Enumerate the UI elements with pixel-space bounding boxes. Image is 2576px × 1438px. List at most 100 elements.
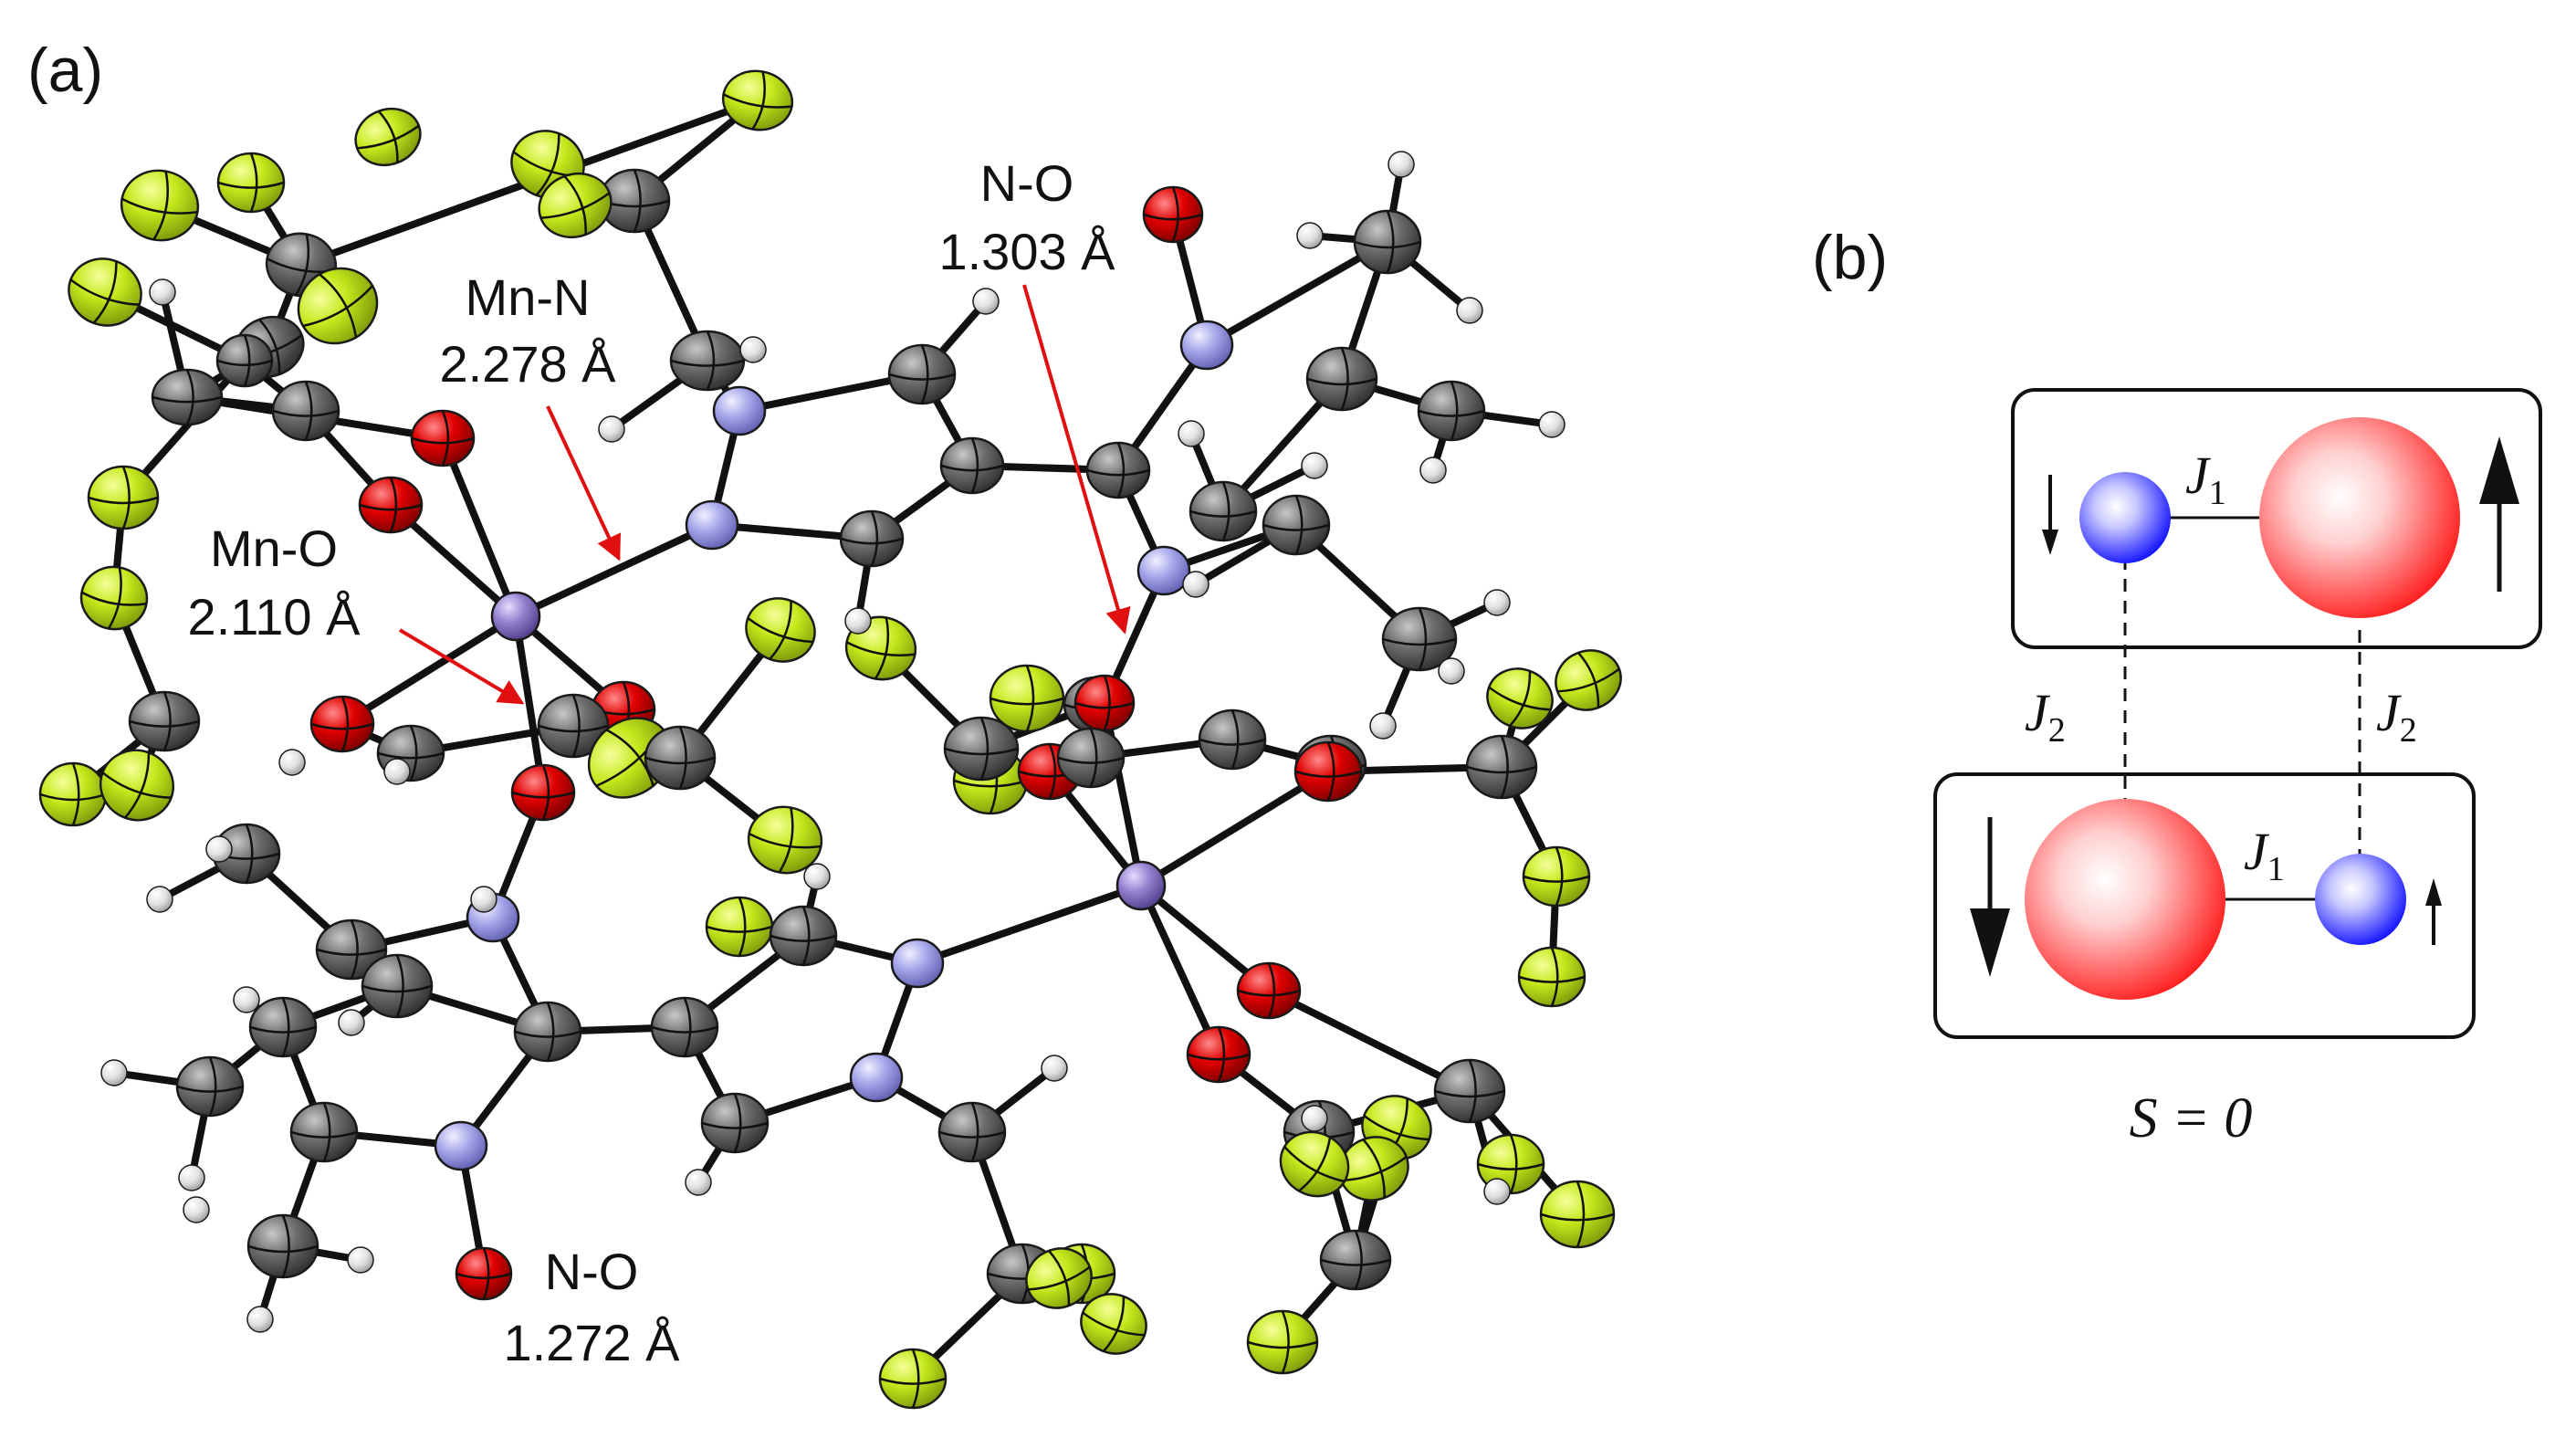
oxygen-atom	[455, 1246, 513, 1301]
fluorine-atom	[721, 69, 794, 131]
hydrogen-atom	[1041, 1055, 1068, 1082]
bond	[1137, 768, 1332, 889]
carbon-atom	[1417, 380, 1486, 442]
fluorine-atom	[1025, 1247, 1093, 1309]
arrow-n-o-top	[1022, 284, 1131, 635]
fluorine-atom	[87, 465, 160, 530]
nitrogen-atom	[685, 499, 739, 551]
hydrogen-atom	[1538, 411, 1565, 438]
label-j1-bottom: J1	[2244, 822, 2285, 888]
fluorine-atom	[1517, 946, 1586, 1008]
carbon-atom	[1353, 209, 1422, 275]
oxygen-atom	[1293, 740, 1363, 803]
label-j2-left: J2	[2025, 683, 2066, 750]
oxygen-atom	[358, 476, 424, 534]
hydrogen-atom	[1296, 222, 1324, 249]
label-n-o-top: N-O	[980, 154, 1074, 212]
arrow-mn-o	[398, 628, 525, 705]
dimer-box-bottom	[1933, 772, 2476, 1039]
fluorine-atom	[216, 152, 286, 214]
label-j1-top: J1	[2185, 446, 2226, 512]
value-mn-n: 2.278 Å	[439, 335, 616, 393]
carbon-atom	[175, 1055, 245, 1118]
hydrogen-atom	[685, 1169, 712, 1196]
carbon-atom	[1319, 1229, 1392, 1291]
bond	[1203, 238, 1391, 349]
distance-arrows	[398, 284, 1131, 705]
carbon-atom	[151, 368, 224, 426]
hydrogen-atom	[1301, 452, 1328, 479]
hydrogen-atom	[278, 749, 306, 776]
fluorine-atom	[989, 664, 1065, 733]
spin-scheme: J1 J1 J2 J2 S = 0	[1933, 388, 2542, 1149]
nitrogen-atom	[712, 385, 767, 436]
carbon-atom	[1189, 480, 1258, 542]
carbon-atom	[669, 330, 746, 392]
carbon-atom	[769, 905, 838, 967]
carbon-atom	[271, 380, 340, 442]
fluorine-atom	[79, 565, 149, 631]
spin-arrow-small-up-icon	[2425, 878, 2442, 945]
hydrogen-atom	[598, 415, 625, 443]
fluorine-atom	[1246, 1309, 1319, 1375]
hydrogen-atom	[844, 607, 872, 635]
hydrogen-atom	[347, 1246, 374, 1274]
hydrogen-atom	[178, 1164, 205, 1191]
oxygen-atom	[1073, 674, 1136, 732]
fluorine-atom	[1539, 1180, 1616, 1249]
panel-label-b: (b)	[1812, 223, 1888, 292]
fluorine-atom	[878, 1348, 948, 1410]
oxygen-atom	[510, 763, 576, 822]
carbon-atom	[887, 343, 957, 405]
manganese-atom	[490, 591, 541, 642]
hydrogen-atom	[233, 986, 260, 1013]
carbon-atom	[1056, 727, 1126, 789]
carbon-atom	[937, 1101, 1007, 1163]
fluorine-atom	[354, 107, 422, 167]
oxygen-atom	[1186, 1025, 1251, 1084]
radical-sphere-bottom	[2315, 854, 2406, 945]
hydrogen-atom	[1456, 297, 1483, 324]
hydrogen-atom	[149, 278, 176, 306]
carbon-atom	[215, 333, 274, 388]
fluorine-atom	[1080, 1293, 1147, 1355]
nitrogen-atom	[1136, 545, 1191, 596]
carbon-atom	[650, 996, 719, 1058]
fluorine-atom	[1486, 667, 1554, 729]
carbon-atom	[943, 716, 1020, 782]
arrow-mn-n	[546, 405, 622, 562]
hydrogen-atom	[1483, 589, 1511, 616]
oxygen-atom	[1142, 185, 1204, 244]
carbon-atom	[289, 1101, 359, 1163]
fluorine-atom	[99, 749, 175, 822]
hydrogen-atom	[803, 863, 831, 890]
fluorine-atom	[68, 257, 142, 327]
hydrogen-atom	[1419, 457, 1447, 484]
atoms	[38, 69, 1622, 1410]
dimer-box-top	[2011, 388, 2542, 649]
fluorine-atom	[297, 267, 379, 345]
carbon-atom	[1465, 734, 1538, 800]
hydrogen-atom	[972, 288, 1000, 315]
fluorine-atom	[587, 717, 673, 799]
hydrogen-atom	[1301, 1105, 1328, 1132]
label-total-spin: S = 0	[2130, 1087, 2253, 1149]
spin-arrow-large-down-icon	[1970, 817, 2010, 977]
carbon-atom	[700, 1092, 770, 1154]
hydrogen-atom	[1438, 657, 1465, 685]
hydrogen-atom	[1369, 712, 1397, 740]
value-mn-o: 2.110 Å	[188, 588, 361, 646]
fluorine-atom	[38, 761, 108, 827]
fluorine-atom	[705, 896, 774, 958]
bond	[439, 435, 519, 620]
carbon-atom	[361, 953, 434, 1019]
fluorine-atom	[120, 169, 200, 242]
carbon-atom	[644, 725, 717, 791]
hydrogen-atom	[739, 336, 767, 363]
carbon-atom	[1085, 441, 1151, 499]
carbon-atom	[128, 690, 201, 752]
bond	[512, 613, 547, 796]
carbon-atom	[537, 693, 610, 759]
carbon-atom	[1381, 606, 1458, 672]
bond	[1265, 987, 1473, 1095]
